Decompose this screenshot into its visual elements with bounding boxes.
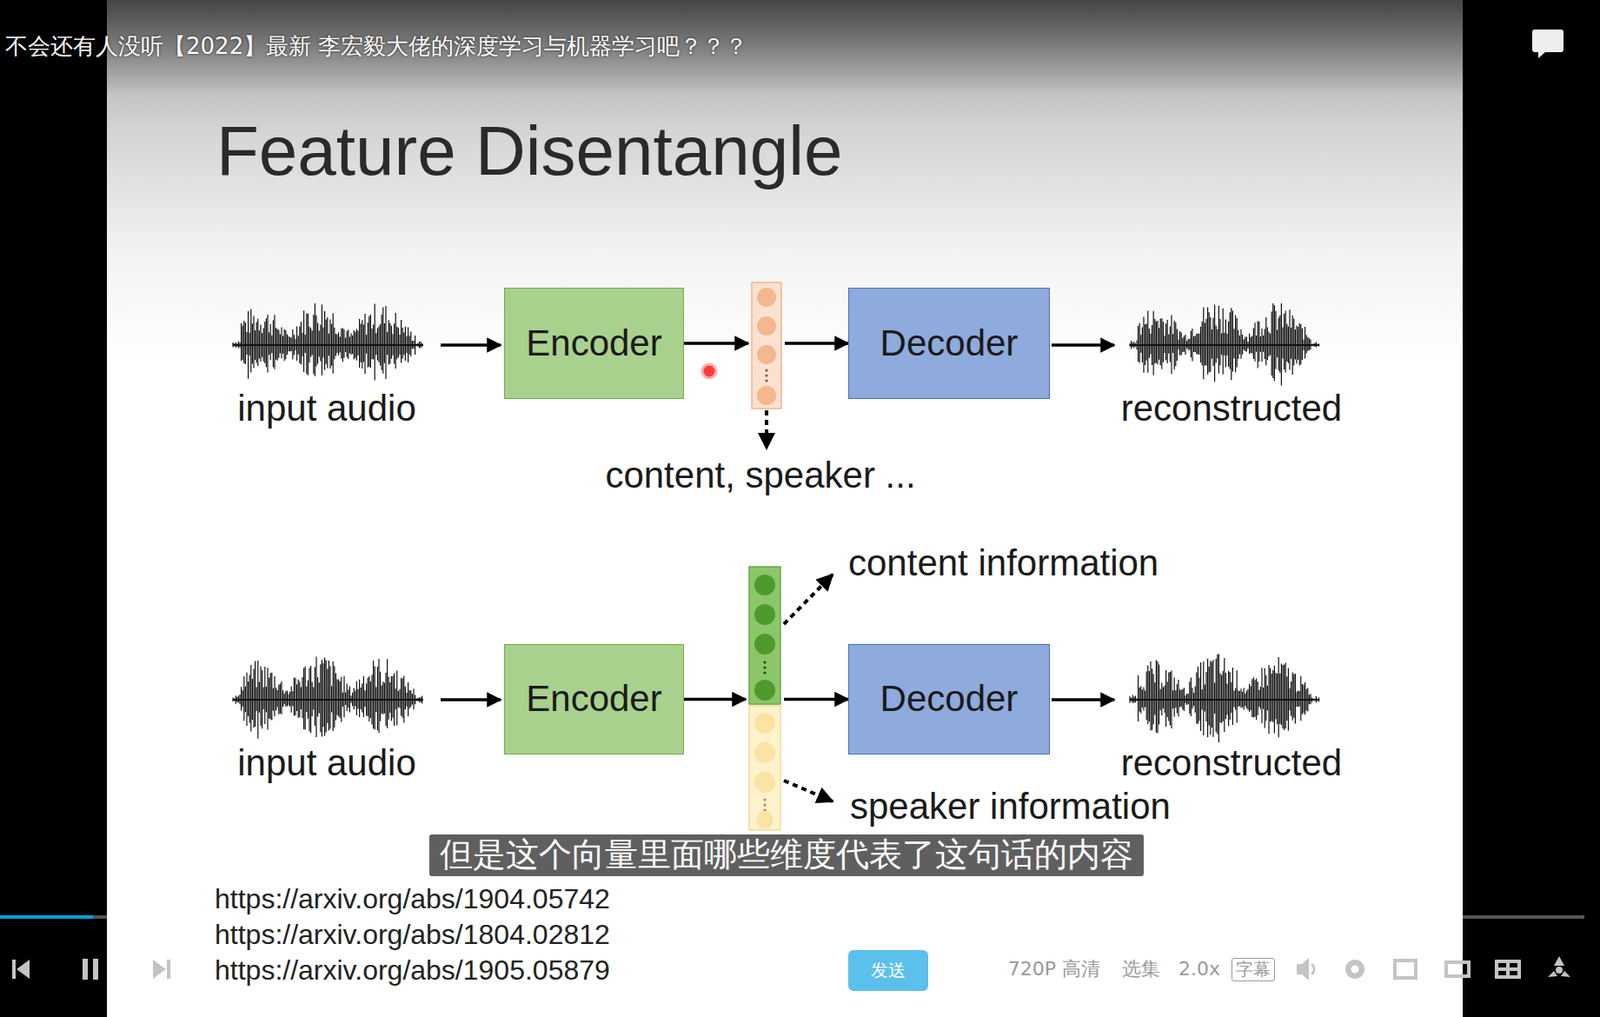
audio-waveform	[1129, 303, 1320, 386]
progress-track	[92, 915, 107, 919]
send-button: 发送	[848, 949, 929, 991]
audio-label: reconstructed	[1121, 742, 1342, 784]
box-label: Encoder	[525, 677, 662, 720]
flow-arrow-segment	[783, 697, 849, 702]
speed-menu: 2.0x	[1178, 957, 1221, 980]
cursor-dot	[702, 364, 717, 379]
progress-bar	[0, 915, 93, 919]
quality-menu: 720P 高清	[1008, 957, 1101, 980]
waveforms	[232, 303, 1320, 743]
flow-arrow-segment	[784, 341, 849, 346]
decoder-box: Decoder	[848, 643, 1050, 755]
audio-waveform	[232, 303, 423, 381]
encoder-box: Encoder	[504, 287, 684, 399]
video-subtitle: 但是这个向量里面哪些维度代表了这句话的内容	[429, 834, 1144, 877]
audio-waveform	[1129, 653, 1320, 743]
flow-arrow	[683, 698, 849, 700]
waveform-axis	[232, 698, 424, 701]
vector-part-label: speaker information	[849, 785, 1171, 828]
vector-note: content, speaker ...	[604, 454, 916, 497]
disentangled-vector	[749, 566, 781, 830]
episode-menu: 选集	[1121, 957, 1161, 980]
paper-link: https://arxiv.org/abs/1904.05742	[214, 882, 611, 916]
box-label: Decoder	[880, 322, 1019, 365]
flow-arrow-segment	[683, 697, 746, 702]
waveform-axis	[232, 344, 424, 346]
encoder-box: Encoder	[504, 643, 684, 755]
box-label: Decoder	[880, 677, 1019, 720]
subtitle-toggle: 字幕	[1231, 957, 1275, 982]
progress-track	[1462, 915, 1585, 919]
help-icon	[1532, 29, 1564, 59]
video-title: 不会还有人没听【2022】最新 李宏毅大佬的深度学习与机器学习吧？？？	[5, 33, 748, 60]
audio-label: input audio	[237, 742, 417, 784]
latent-vector	[751, 282, 782, 409]
flow-arrow-segment	[683, 341, 749, 346]
audio-label: reconstructed	[1121, 387, 1342, 430]
waveform-axis	[1129, 344, 1320, 346]
flow-arrow	[683, 343, 849, 345]
paper-link: https://arxiv.org/abs/1804.02812	[214, 918, 611, 951]
vector-part-label: content information	[848, 542, 1159, 585]
slide-title: Feature Disentangle	[216, 111, 843, 192]
paper-link: https://arxiv.org/abs/1905.05879	[214, 954, 611, 987]
waveform-axis	[1129, 698, 1320, 701]
audio-label: input audio	[237, 387, 417, 430]
audio-waveform	[232, 657, 423, 739]
box-label: Encoder	[525, 322, 662, 365]
decoder-box: Decoder	[848, 287, 1050, 399]
